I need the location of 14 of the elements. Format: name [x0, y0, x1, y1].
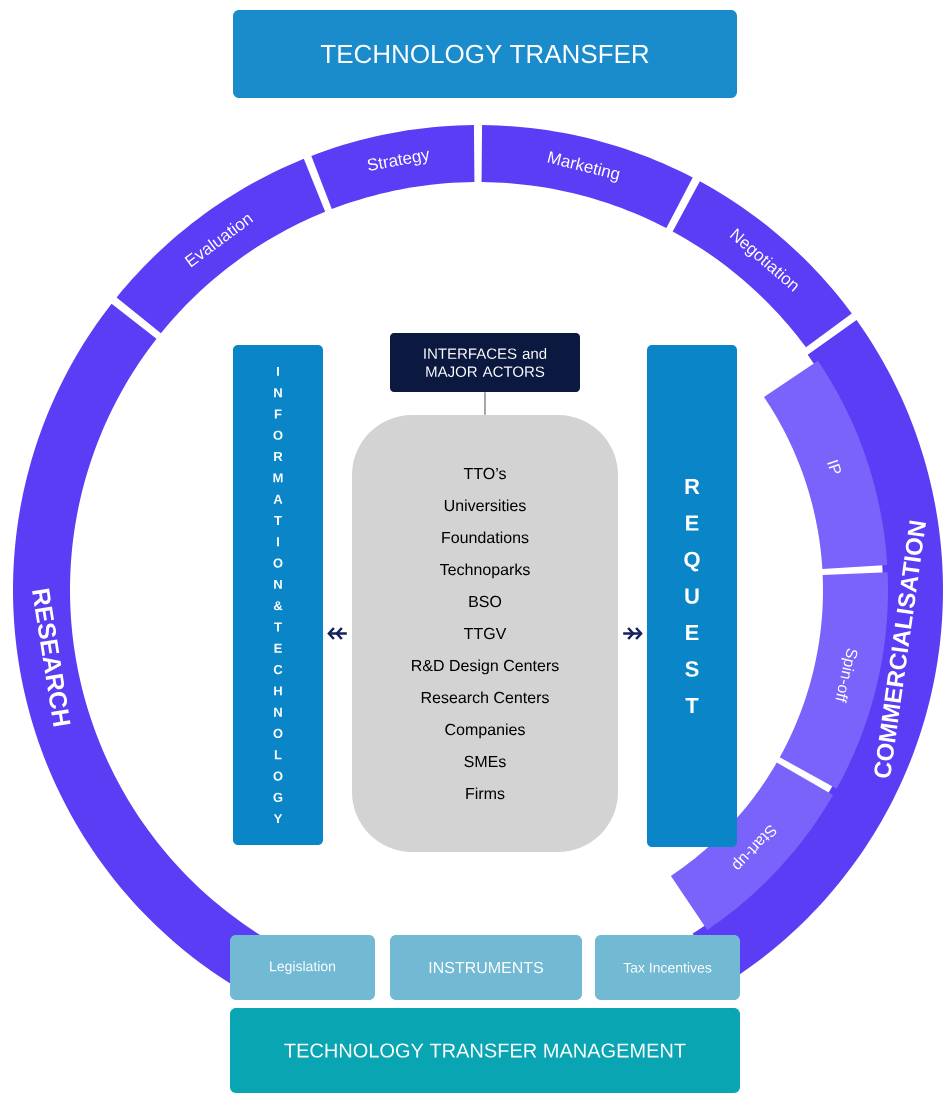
title-box: TECHNOLOGY TRANSFER MANAGEMENT	[230, 1008, 740, 1093]
chevron-arrow	[623, 627, 643, 640]
connector-line	[484, 391, 486, 416]
title-box: INSTRUMENTS	[390, 935, 582, 1000]
vertical-banner: REQUEST	[647, 345, 737, 847]
title-box: Tax Incentives	[595, 935, 740, 1000]
vertical-banner: INFORMATION & TECHNOLOGY	[233, 345, 323, 845]
chevron-arrow	[327, 627, 347, 640]
title-box: TECHNOLOGY TRANSFER	[233, 10, 737, 98]
ring-segment: IP	[764, 360, 888, 569]
actors-list-box: TTO’s Universities Foundations Technoparks BSO TTGV R&D Design Centers Research Centers Companies SMEs Firms	[352, 415, 618, 852]
title-box: INTERFACES and MAJOR ACTORS	[390, 333, 580, 392]
title-box: Legislation	[230, 935, 375, 1000]
ring-segment: Strategy	[311, 125, 475, 210]
